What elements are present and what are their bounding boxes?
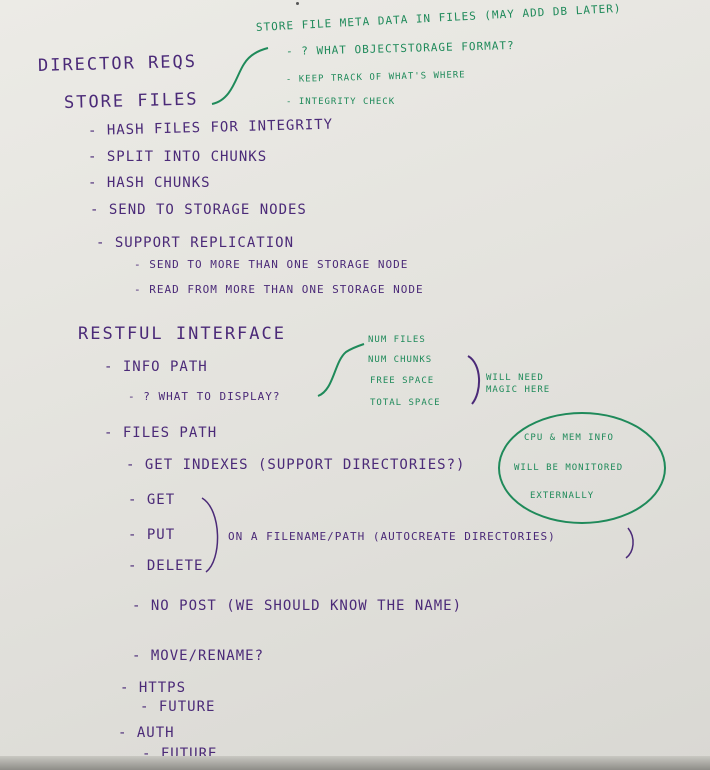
item-send-nodes: - Send to storage nodes: [90, 202, 307, 218]
heading-restful-interface: Restful Interface: [78, 324, 286, 344]
curly-brace-store: [211, 47, 269, 105]
item-move-rename: - Move/Rename?: [132, 648, 265, 664]
item-info-path: - Info Path: [104, 359, 208, 375]
item-get: - Get: [128, 492, 176, 508]
circled-note: [498, 412, 666, 524]
bracket-magic: [467, 355, 480, 405]
item-support-replication: - Support Replication: [96, 235, 295, 251]
item-https-future: - Future: [140, 699, 216, 715]
bracket-crud: [201, 497, 219, 573]
item-put: - Put: [128, 527, 176, 543]
note-cpu-mem: CPU & mem info: [524, 433, 614, 443]
item-auth: - Auth: [118, 725, 175, 741]
item-hash-chunks: - Hash chunks: [88, 175, 211, 191]
heading-director-reqs: Director Reqs: [37, 51, 198, 76]
note-integrity-check: - Integrity check: [286, 97, 396, 107]
note-total-space: Total space: [370, 398, 441, 408]
curly-brace-info: [317, 343, 365, 397]
heading-store-files: Store Files: [63, 89, 199, 113]
note-externally: externally: [530, 491, 595, 501]
note-will-need: Will need: [486, 373, 544, 383]
whiteboard-tray: [0, 756, 710, 770]
marker-dot: [296, 2, 299, 5]
note-on-filename: On a filename/path (autocreate directori…: [228, 530, 556, 543]
item-get-indexes: - Get Indexes (Support directories?): [126, 457, 466, 473]
item-read-more: - Read from more than one storage node: [134, 283, 424, 296]
item-files-path: - Files Path: [104, 425, 218, 441]
note-magic-here: magic here: [486, 385, 551, 395]
note-num-files: Num files: [368, 335, 426, 345]
item-https: - Https: [120, 680, 187, 696]
item-send-more: - Send to more than one storage node: [134, 258, 409, 271]
note-monitored: Will be monitored: [514, 463, 624, 473]
note-num-chunks: Num chunks: [368, 355, 433, 365]
item-what-display: - ? What to display?: [128, 390, 281, 403]
note-free-space: Free space: [370, 376, 435, 386]
paren-crud-close: [625, 527, 634, 559]
item-no-post: - No Post (We should know the name): [132, 598, 463, 614]
item-split-chunks: - Split into chunks: [88, 149, 268, 165]
item-delete: - Delete: [128, 558, 204, 574]
